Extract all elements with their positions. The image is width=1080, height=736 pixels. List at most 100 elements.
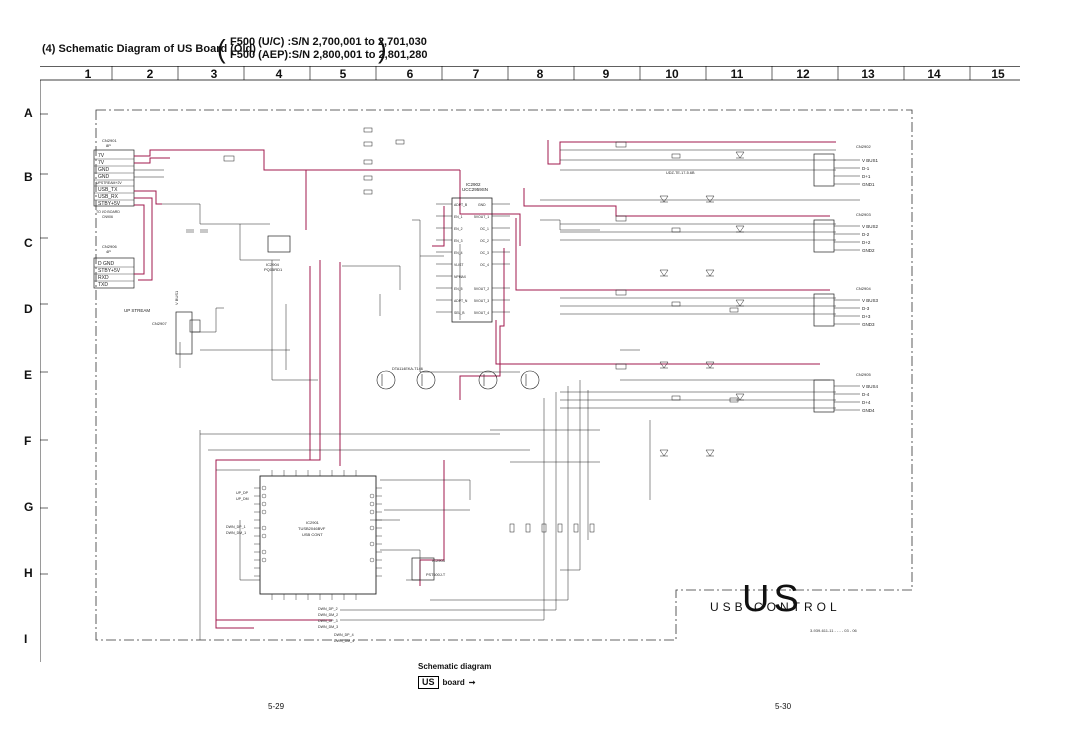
legend-board-badge: US board ➞ [418, 676, 475, 689]
ic2902-pin-l1: ADPT_B [454, 203, 468, 207]
footnote-part-number: 3-939-611-11 - - - - 03 - 06 [810, 628, 857, 633]
vbus-port-1-pin-3: D+1 [862, 174, 871, 179]
ic2902-pin-r5: OC_3 [480, 251, 489, 255]
vbus-port-1-pin-1: V BUS1 [862, 158, 879, 163]
col-label-9: 9 [602, 67, 610, 81]
ic2903-ref: IC2903 [432, 558, 446, 563]
legend-badge-text: board [442, 678, 465, 687]
ic2902-pin-l9: ADPT_N [454, 299, 468, 303]
arrow-right-icon: ➞ [468, 678, 476, 687]
vbus-port-4-pin-3: D+4 [862, 400, 871, 405]
row-label-i: I [24, 632, 28, 646]
col-label-3: 3 [210, 67, 218, 81]
ic2902-pin-r3: OC_1 [480, 227, 489, 231]
vbus-port-4: CN2905 V BUS4 D-4 D+4 GND4 [813, 372, 879, 413]
cn2901-pin-5: UPSTREAM+2V [96, 181, 122, 185]
row-label-d: D [24, 302, 33, 316]
ic2902-pin-l5: EN_4 [454, 251, 463, 255]
vbus-port-4-pin-1: V BUS4 [862, 384, 879, 389]
ic2901-left-pin-3: DWN_DP_1 [226, 525, 246, 529]
passive-components [186, 127, 739, 533]
vbus-port-3: CN2904 V BUS3 D-3 D+3 GND3 [813, 286, 879, 327]
row-label-f: F [24, 434, 32, 448]
ic2902-pin-l2: EN_1 [454, 215, 463, 219]
col-label-6: 6 [406, 67, 414, 81]
col-label-11: 11 [730, 67, 744, 81]
col-label-7: 7 [472, 67, 480, 81]
ic2903: IC2903 PST600J-T [411, 557, 446, 581]
ic2902-pin-l4: EN_3 [454, 239, 463, 243]
cn2906-pin-2: STBY+5V [98, 268, 121, 274]
vbus-port-3-pin-2: D-3 [862, 306, 870, 311]
schematic-grid-frame [40, 66, 1020, 662]
col-label-5: 5 [339, 67, 347, 81]
connector-cn2906: CN2906 4P D GND STBY+5V RXD TXD [93, 244, 135, 289]
vbus-port-1-ref: CN2902 [856, 144, 871, 149]
ic2901-part: TUSB2046BVF [298, 526, 326, 531]
ic2901-bottom-pin-5: DWN_DP_4 [334, 633, 354, 637]
vbus-port-2-pin-4: GND2 [862, 248, 875, 253]
col-label-1: 1 [84, 67, 92, 81]
row-label-a: A [24, 106, 33, 120]
ic2901-left-pin-1: UP_DP [236, 491, 249, 495]
cn2901-ref: CN2901 [102, 138, 117, 143]
ic2901-bottom-pin-1: DWN_DP_2 [318, 607, 338, 611]
page-number-left: 5-29 [268, 702, 285, 711]
vbus-port-3-pin-1: V BUS3 [862, 298, 879, 303]
col-label-13: 13 [861, 67, 875, 81]
title-brace-right: ) [378, 34, 387, 64]
vbus-port-3-pin-3: D+3 [862, 314, 871, 319]
ic2902-pin-l6: VLIST [454, 263, 463, 267]
cn2901-pin-7: USB_RX [98, 194, 119, 200]
col-label-14: 14 [927, 67, 941, 81]
row-label-g: G [24, 500, 34, 514]
board-name: US [742, 578, 803, 620]
ic2902-pin-r6: OC_4 [480, 263, 489, 267]
title-main: (4) Schematic Diagram of US Board (Old) [42, 43, 256, 55]
ic2903-part: PST600J-T [426, 573, 446, 577]
vbus-port-3-ref: CN2904 [856, 286, 871, 291]
legend-title: Schematic diagram [418, 662, 492, 671]
ic2901-desc: USB CONT [302, 532, 323, 537]
ic2902-pin-r4: OC_2 [480, 239, 489, 243]
ic2902-pin-r2: 5VOUT_1 [474, 215, 489, 219]
cn2907-vbus: V BUS1 [174, 290, 179, 305]
board-subtitle: USB CONTROL [710, 600, 841, 614]
vbus-port-2-pin-3: D+2 [862, 240, 871, 245]
diode-part-label: UDZ-TE-17-5.6B [666, 171, 695, 175]
vbus-port-4-pin-2: D-4 [862, 392, 870, 397]
ic2901-bottom-pin-3: DWN_DP_3 [318, 619, 338, 623]
col-label-15: 15 [991, 67, 1005, 81]
cn2906-sub: 4P [106, 249, 111, 254]
highlight-wires [134, 140, 836, 629]
ic2902-pin-r7: 5VOUT_2 [474, 287, 489, 291]
cn2906-ref: CN2906 [102, 244, 117, 249]
ic2902-pin-r1: GND [478, 203, 486, 207]
ic2902-pin-r8: 5VOUT_3 [474, 299, 489, 303]
cn2907-ref: CN2907 [152, 321, 167, 326]
vbus-port-2: CN2903 V BUS2 D-2 D+2 GND2 [813, 212, 879, 253]
col-label-10: 10 [665, 67, 679, 81]
transistor-group [376, 370, 540, 390]
cn2901-pin-6: USB_TX [98, 187, 118, 193]
ic2901-left-pin-4: DWN_DM_1 [226, 531, 246, 535]
ic2901-bottom-pin-6: DWN_DM_4 [334, 639, 354, 643]
transistor-part: DTA114EKA-T146 [392, 367, 423, 371]
cn2906-pin-3: RXD [98, 275, 109, 281]
vbus-port-2-pin-2: D-2 [862, 232, 870, 237]
vbus-port-1-pin-2: D-1 [862, 166, 870, 171]
ic2904: IC2904 PQ05RD1 [264, 235, 291, 272]
ic2904-part: PQ05RD1 [264, 267, 283, 272]
schematic-drawing: CN2901 8P 7V 7V GND GND UPSTREAM+2V USB_… [93, 109, 913, 643]
cn2901-sub: 8P [106, 143, 111, 148]
cn2901-note2: CN906 [102, 215, 113, 219]
page-number-right: 5-30 [775, 702, 792, 711]
connector-cn2901: CN2901 8P 7V 7V GND GND UPSTREAM+2V USB_… [93, 138, 135, 219]
ic2902-pin-l10: SEL_B [454, 311, 465, 315]
vbus-port-1: CN2902 V BUS1 D-1 D+1 GND1 [813, 144, 879, 187]
vbus-port-2-pin-1: V BUS2 [862, 224, 879, 229]
title-brace-left: ( [217, 34, 226, 64]
ic2904-ref: IC2904 [266, 262, 280, 267]
col-label-2: 2 [146, 67, 154, 81]
ic2901-bottom-pin-4: DWN_DM_3 [318, 625, 338, 629]
